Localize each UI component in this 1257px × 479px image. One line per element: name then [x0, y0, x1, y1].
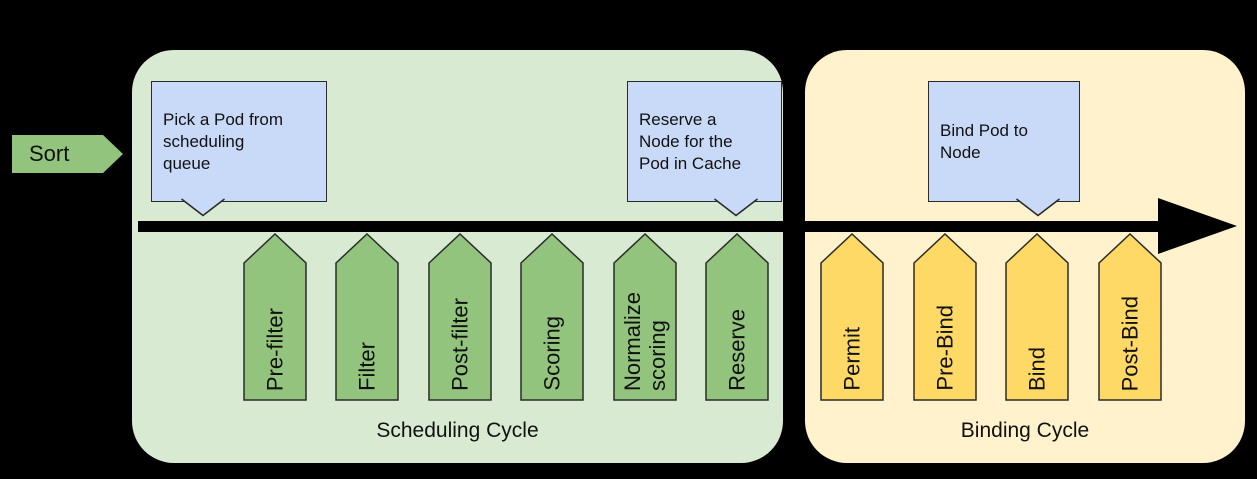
pentagon-arrow-icon — [243, 233, 307, 401]
pentagon-arrow-icon — [1005, 233, 1069, 401]
step-label: Filter — [354, 342, 380, 391]
step-bind: Bind — [1005, 233, 1069, 401]
step-post-filter: Post-filter — [428, 233, 492, 401]
step-post-bind: Post-Bind — [1098, 233, 1162, 401]
binding-cycle-title: Binding Cycle — [960, 419, 1090, 442]
callout-bind-pod-text: Bind Pod to Node — [940, 120, 1028, 162]
sort-arrow: Sort — [12, 135, 123, 173]
step-permit: Permit — [820, 233, 884, 401]
pentagon-arrow-icon — [913, 233, 977, 401]
callout-bind-pod: Bind Pod to Node — [928, 81, 1080, 217]
callout-tail-icon — [181, 198, 225, 217]
flow-arrow-line — [138, 221, 1162, 232]
step-label: Reserve — [724, 309, 750, 391]
callout-reserve-node: Reserve a Node for the Pod in Cache — [627, 81, 782, 217]
sort-label: Sort — [29, 141, 70, 166]
step-label: Scoring — [539, 316, 565, 391]
step-reserve: Reserve — [705, 233, 769, 401]
callout-pick-pod-text: Pick a Pod from scheduling queue — [163, 109, 283, 173]
callout-reserve-node-text: Reserve a Node for the Pod in Cache — [639, 109, 742, 173]
step-normalize-scoring: Normalize scoring — [613, 233, 677, 401]
scheduling-cycle-title: Scheduling Cycle — [376, 419, 539, 442]
pentagon-arrow-icon — [820, 233, 884, 401]
pentagon-arrow-icon — [428, 233, 492, 401]
callout-pick-pod: Pick a Pod from scheduling queue — [151, 81, 327, 217]
pentagon-arrow-icon — [520, 233, 584, 401]
step-filter: Filter — [335, 233, 399, 401]
pentagon-arrow-icon — [335, 233, 399, 401]
pentagon-arrow-icon — [1098, 233, 1162, 401]
pentagon-arrow-icon — [613, 233, 677, 401]
step-label: Pre-Bind — [932, 305, 958, 391]
callout-tail-icon — [1016, 198, 1060, 217]
step-pre-bind: Pre-Bind — [913, 233, 977, 401]
step-label: Permit — [839, 327, 865, 391]
step-label: Post-filter — [447, 298, 473, 391]
step-label: Pre-filter — [262, 307, 288, 391]
flow-arrow-head-icon — [1158, 198, 1237, 254]
step-label: Post-Bind — [1117, 295, 1143, 391]
step-label: Bind — [1024, 346, 1050, 391]
callout-tail-icon — [714, 198, 758, 217]
step-label: Normalize scoring — [620, 291, 670, 391]
pentagon-arrow-icon — [705, 233, 769, 401]
step-scoring: Scoring — [520, 233, 584, 401]
step-pre-filter: Pre-filter — [243, 233, 307, 401]
